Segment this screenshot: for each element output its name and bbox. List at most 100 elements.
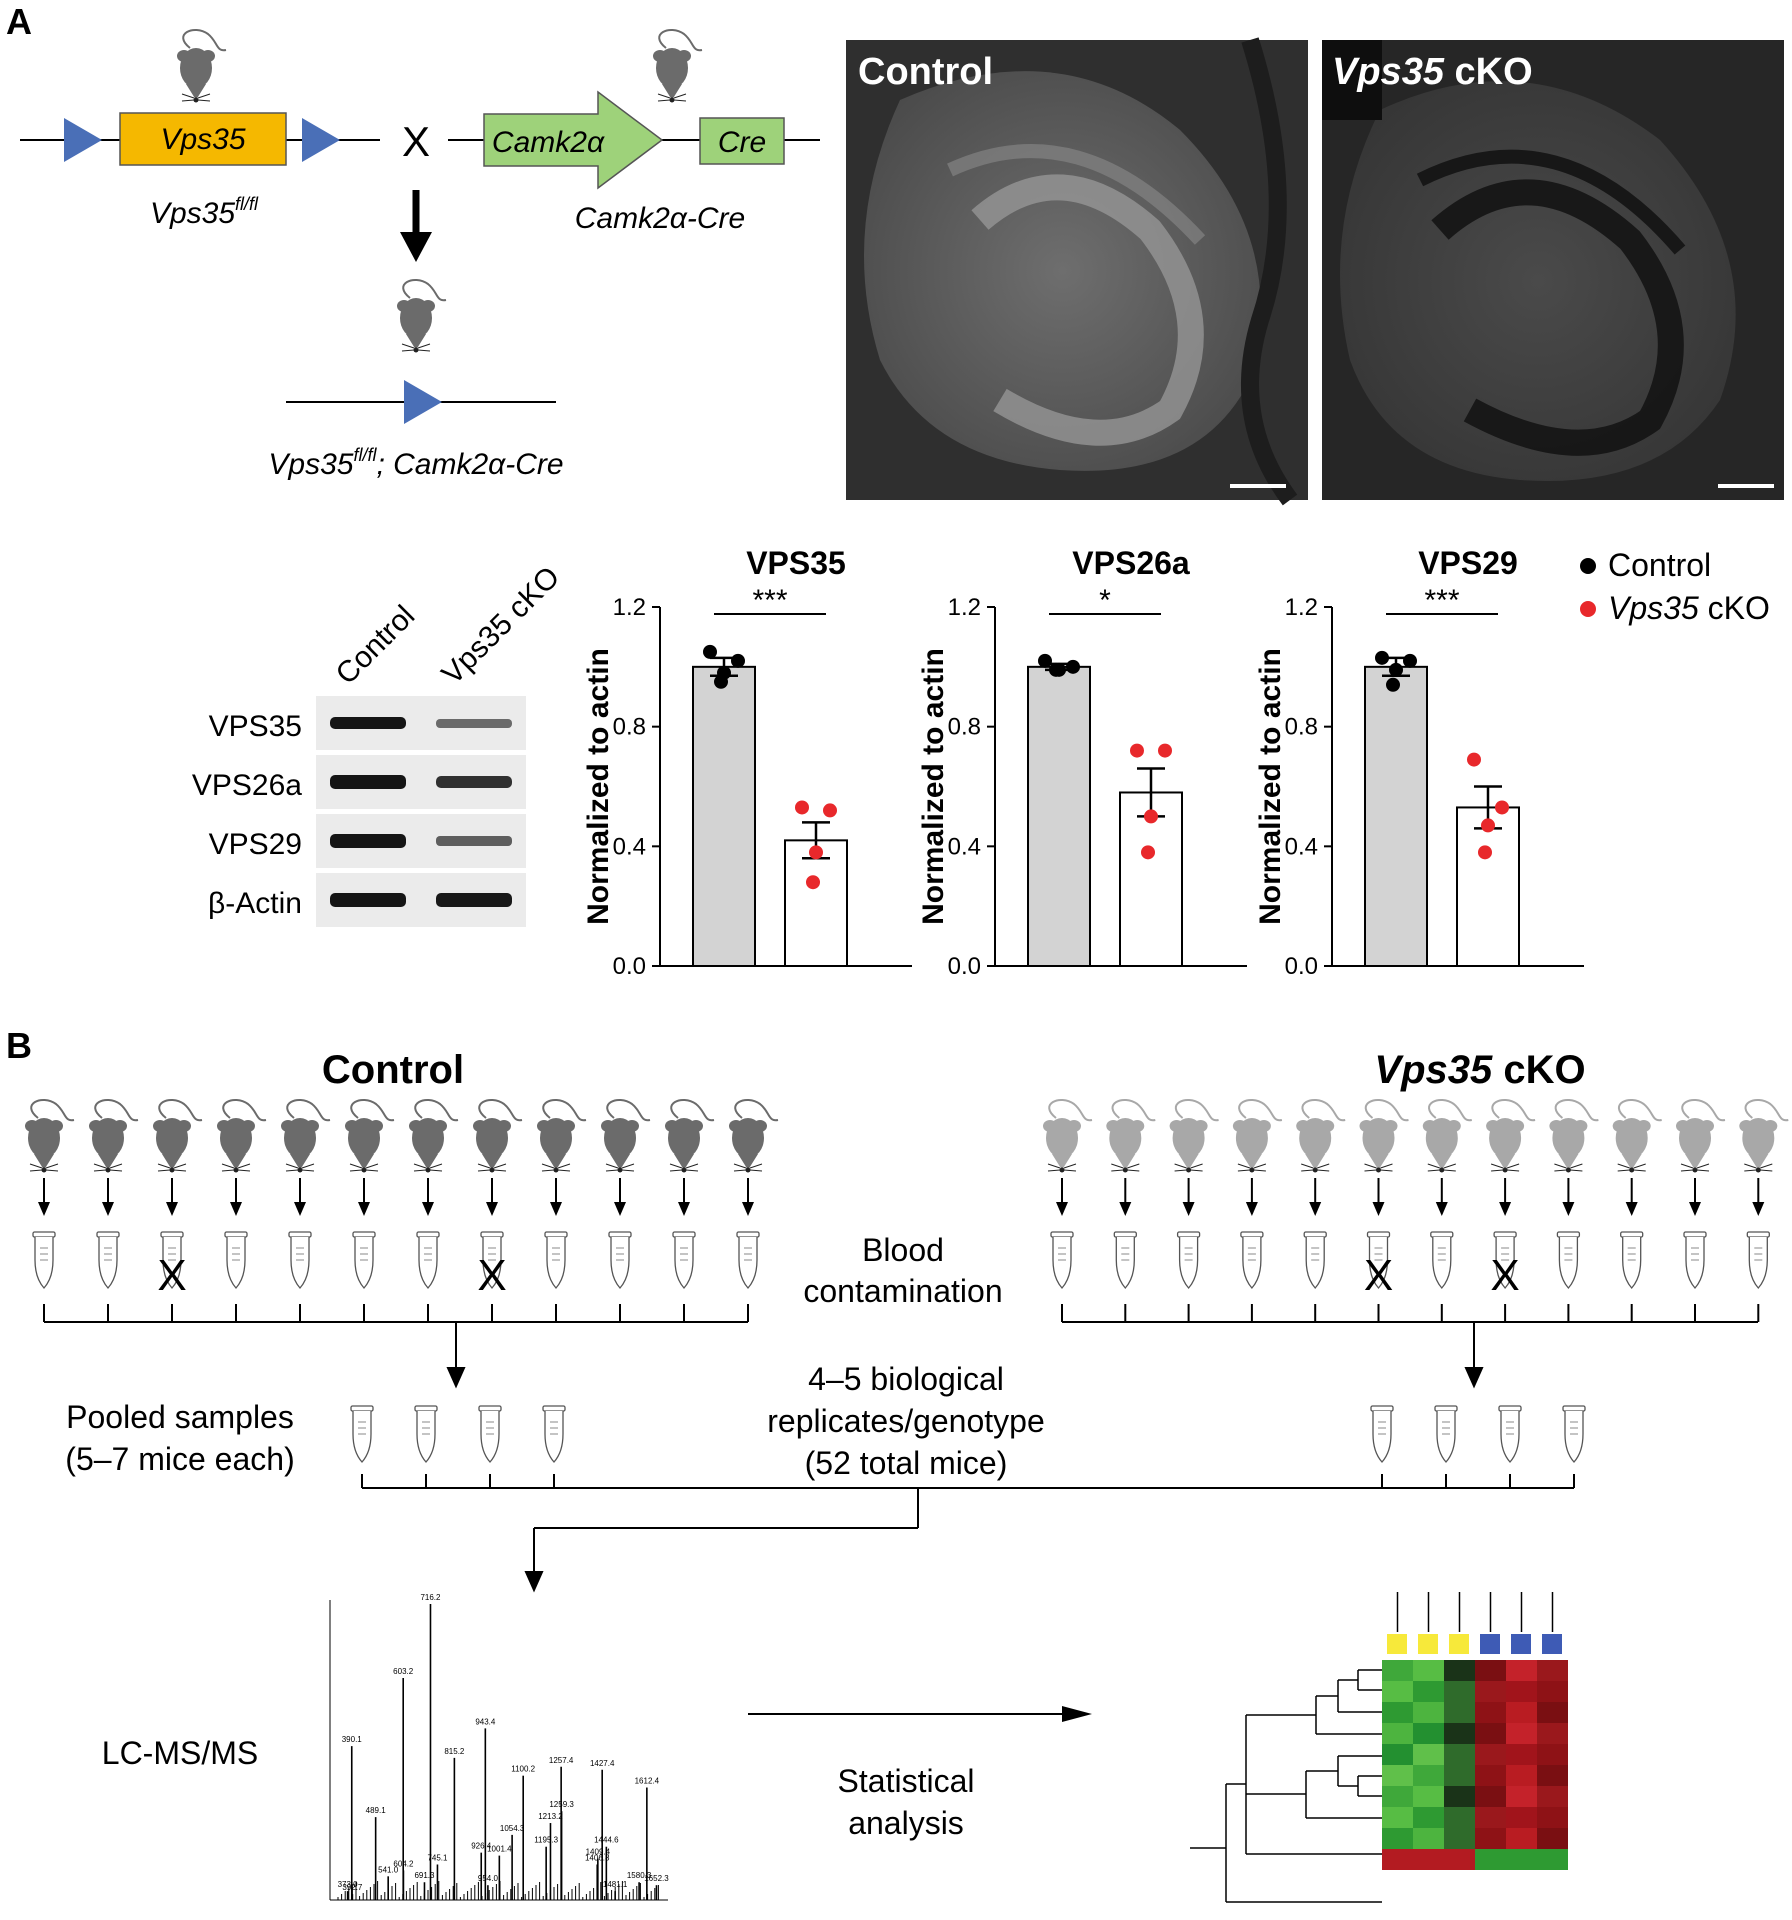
mouse-arrow-head (230, 1202, 242, 1216)
spectrum-peak-label: 1409.4 (586, 1848, 611, 1857)
heatmap-cell (1444, 1786, 1475, 1807)
spectrum-peak-label: 926.4 (471, 1842, 492, 1851)
heatmap-group-marker (1511, 1634, 1531, 1654)
band-vps29-control (330, 834, 406, 848)
mouse-icon (1231, 1098, 1283, 1174)
band-actin-control (330, 893, 406, 907)
band-label-vps26a: VPS26a (192, 769, 302, 802)
loxp-site-right (302, 118, 340, 162)
vps35-gene-label: Vps35 (160, 123, 245, 156)
data-point (1158, 743, 1172, 758)
mouse-icon (1738, 1098, 1790, 1174)
spectrum-peak-label: 1195.3 (534, 1836, 558, 1845)
heatmap-cell (1537, 1702, 1568, 1723)
mouse-arrow-head (38, 1202, 50, 1216)
legend-label-cko: Vps35 cKO (1608, 590, 1770, 626)
spectrum-peak-label: 541.0 (378, 1865, 399, 1874)
y-tick-label: 1.2 (613, 594, 646, 621)
mouse-arrow-head (166, 1202, 178, 1216)
data-point (823, 803, 837, 818)
heatmap-cell (1382, 1786, 1413, 1807)
sample-tube (1430, 1231, 1454, 1289)
mouse-arrow-head (1562, 1202, 1575, 1216)
genetic-cross-schematic: Vps35 X Camk2α Cre Vps35fl/fl Camk2α-Cre… (20, 28, 820, 481)
camk2a-promoter-arrow (483, 90, 664, 190)
spectrum-peak-label: 604.2 (393, 1859, 414, 1868)
bar-cko (1456, 806, 1520, 967)
data-point (1495, 800, 1509, 815)
excluded-sample-mark: X (157, 1251, 186, 1300)
micrograph-control-label: Control (858, 51, 993, 93)
offspring-genotype-label: Vps35fl/fl; Camk2α-Cre (268, 445, 563, 481)
mouse-icon (408, 1098, 459, 1174)
mouse-icon (152, 1098, 203, 1174)
mouse-arrow-head (102, 1202, 114, 1216)
heatmap-cell (1475, 1786, 1506, 1807)
mouse-arrow-head (1056, 1202, 1068, 1216)
y-tick-label: 0.8 (613, 714, 646, 741)
heatmap-cell (1382, 1681, 1413, 1702)
mouse-icon-floxed (176, 28, 227, 104)
y-tick-label: 0.0 (948, 953, 981, 980)
mouse-icon (1168, 1098, 1220, 1174)
mouse-arrow-head (1625, 1202, 1638, 1216)
panel-a-label: A (6, 1, 32, 42)
heatmap-cell (1506, 1744, 1537, 1765)
loxp-site-recombined (404, 380, 442, 424)
spectrum-peak-label: 1652.3 (644, 1874, 669, 1883)
heatmap-cell (1475, 1660, 1506, 1681)
mouse-icon (1042, 1098, 1093, 1174)
data-point (1066, 659, 1080, 674)
heatmap-cell (1506, 1786, 1537, 1807)
excluded-sample-mark: X (1364, 1251, 1393, 1300)
data-point (1141, 845, 1155, 860)
heatmap-cell (1413, 1744, 1444, 1765)
y-tick-label: 1.2 (948, 594, 981, 621)
heatmap-cell (1506, 1702, 1537, 1723)
heatmap-cell (1444, 1702, 1475, 1723)
heatmap-cell (1506, 1723, 1537, 1744)
data-point (714, 674, 728, 689)
sample-tube (1176, 1231, 1201, 1289)
heatmap-cell (1382, 1723, 1413, 1744)
pooling-brackets (44, 1321, 1758, 1593)
heatmap-cell (1475, 1765, 1506, 1786)
mouse-icon (1611, 1098, 1663, 1174)
heatmap-cell (1475, 1681, 1506, 1702)
data-point (806, 875, 820, 890)
spectrum-peak-label: 745.1 (427, 1853, 448, 1862)
heatmap-cell (1537, 1660, 1568, 1681)
pooled-samples-line2: (5–7 mice each) (65, 1441, 294, 1477)
sample-tube (1113, 1231, 1137, 1289)
spectrum-peak-label: 603.2 (393, 1667, 414, 1676)
heatmap-cell (1537, 1786, 1568, 1807)
pooled-tubes (350, 1405, 1586, 1488)
bar-control (692, 665, 756, 967)
band-vps29-cko (436, 836, 512, 846)
mouse-arrow-head (550, 1202, 562, 1216)
legend-marker-cko (1580, 601, 1596, 617)
heatmap-cell (1382, 1849, 1413, 1870)
sample-tube (1746, 1231, 1770, 1289)
heatmap-cell (1413, 1807, 1444, 1828)
heatmap-cell (1537, 1849, 1568, 1870)
heatmap-cell (1537, 1681, 1568, 1702)
y-tick-label: 0.8 (1285, 714, 1318, 741)
heatmap-cell (1475, 1807, 1506, 1828)
mouse-arrow-head (1435, 1202, 1448, 1216)
data-point (1130, 743, 1144, 758)
data-point (1049, 662, 1063, 677)
heatmap-cell (1506, 1765, 1537, 1786)
analysis-arrow (1062, 1706, 1092, 1722)
mouse-arrow-head (1499, 1202, 1512, 1216)
band-label-actin: β-Actin (208, 887, 302, 920)
heatmap-cell (1413, 1723, 1444, 1744)
mouse-arrow-head (358, 1202, 370, 1216)
sample-tube (416, 1231, 440, 1289)
mouse-icon (1358, 1098, 1410, 1174)
